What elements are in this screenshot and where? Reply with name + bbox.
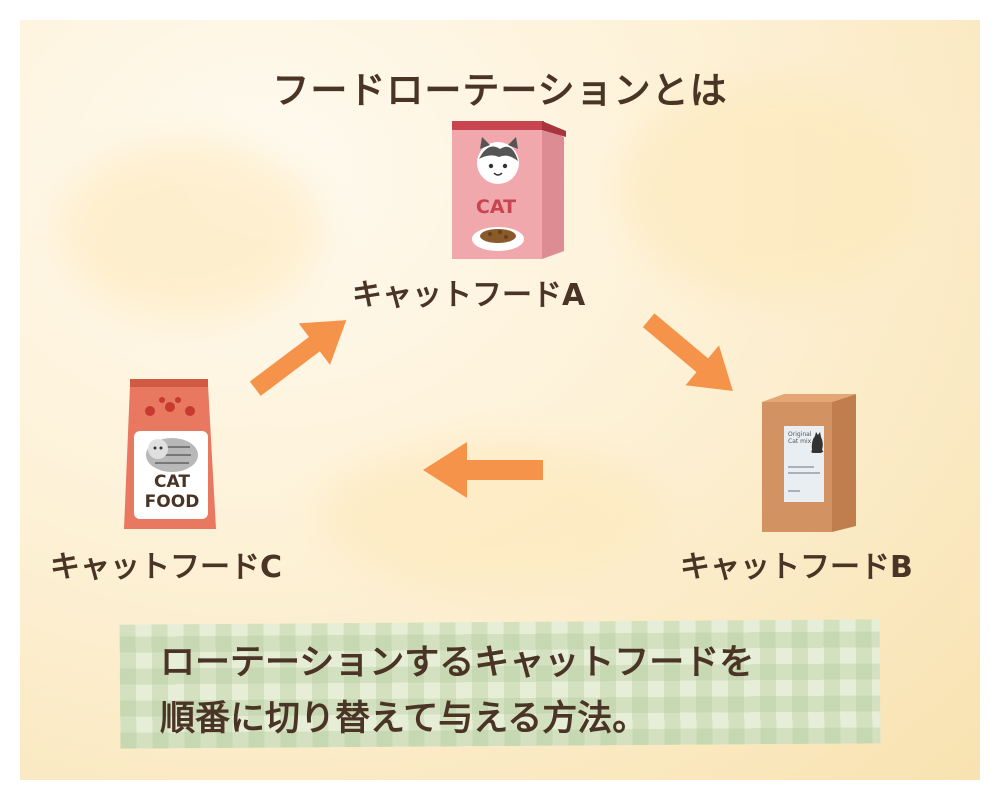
background-blob (620, 80, 920, 300)
arrow-c-to-a-icon (249, 320, 347, 396)
bag-c-text-2: FOOD (145, 492, 200, 512)
node-label-c: キャットフードC (50, 550, 283, 585)
node-label-b: キャットフードB (680, 550, 913, 585)
background-blob (60, 140, 320, 320)
bag-b-text-2: Cat mix (788, 438, 812, 445)
arrow-b-to-c-icon (423, 442, 543, 498)
cat-food-bag-c-icon: CAT FOOD (124, 379, 216, 529)
diagram-card: フードローテーションとは CAT キャットフードA Original Cat m… (20, 20, 980, 780)
page-title: フードローテーションとは (272, 69, 728, 112)
bag-b-text-1: Original (788, 431, 812, 438)
node-label-a: キャットフードA (352, 278, 586, 313)
bag-c-text-1: CAT (154, 472, 190, 492)
note-line-1: ローテーションするキャットフードを (160, 643, 755, 683)
cat-food-bag-a-icon: CAT (452, 121, 566, 259)
cat-food-bag-b-icon: Original Cat mix (762, 394, 856, 532)
bag-a-text: CAT (476, 196, 516, 218)
arrow-a-to-b-icon (642, 313, 733, 391)
note-line-2: 順番に切り替えて与える方法。 (160, 699, 648, 739)
